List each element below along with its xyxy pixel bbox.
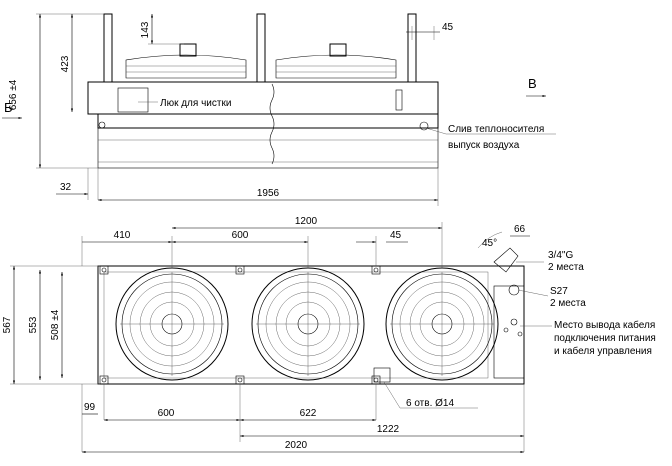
cable-gland <box>510 318 518 326</box>
note-s27-2: 2 места <box>550 298 586 309</box>
coil-block <box>97 127 439 169</box>
dim-508: 508 ±4 <box>50 309 61 340</box>
bolt-left <box>98 121 106 129</box>
note-cable-2: подключения питания <box>554 333 656 344</box>
mount-post-left <box>103 13 113 83</box>
note-s27-1: S27 <box>550 286 568 297</box>
drain-fitting <box>419 121 429 131</box>
dim-1200: 1200 <box>295 216 318 227</box>
note-pipe-1: 3/4"G <box>548 250 573 261</box>
dim-66: 66 <box>514 224 526 235</box>
header-box <box>493 285 525 379</box>
dim-1956: 1956 <box>257 188 280 199</box>
dim-410: 410 <box>114 230 131 241</box>
note-pipe-2: 2 места <box>548 262 584 273</box>
dim-600-top: 600 <box>232 230 249 241</box>
dim-32: 32 <box>60 182 72 193</box>
dim-45-front: 45 <box>390 230 402 241</box>
mount-post-mid <box>256 13 266 83</box>
pipe-connection <box>493 247 519 273</box>
dim-99: 99 <box>84 402 96 413</box>
section-v-right: В <box>528 76 537 91</box>
note-cleaning-hatch: Люк для чистки <box>160 98 231 109</box>
dim-1222: 1222 <box>377 424 400 435</box>
dim-656: 656 ±4 <box>8 79 19 110</box>
dim-143: 143 <box>140 21 151 38</box>
housing-lower-band <box>97 113 439 129</box>
fan-middle <box>251 267 365 381</box>
dim-angle-45: 45° <box>482 238 497 249</box>
section-b-left: Б <box>4 100 13 115</box>
note-holes: 6 отв. Ø14 <box>406 398 454 409</box>
note-cable-3: и кабеля управления <box>554 345 652 357</box>
unit-inner <box>103 271 489 379</box>
fan-grill-left <box>125 43 247 79</box>
mount-post-right <box>407 13 417 83</box>
dim-45-top: 45 <box>442 22 454 33</box>
dim-567: 567 <box>2 316 13 333</box>
sight-gauge <box>395 89 403 111</box>
note-drain-2: выпуск воздуха <box>448 140 520 151</box>
pipe-fitting <box>508 284 520 296</box>
fan-left <box>115 267 229 381</box>
fan-grill-right <box>275 43 397 79</box>
dim-553: 553 <box>28 316 39 333</box>
holes-bracket <box>373 367 391 383</box>
cable-gland <box>517 331 523 337</box>
side-view: 656 ±4 423 143 45 32 1956 Б В Люк для чи… <box>2 13 556 206</box>
dim-600-bottom: 600 <box>158 408 175 419</box>
note-cable-1: Место вывода кабеля <box>554 319 655 331</box>
break-line <box>269 83 275 165</box>
cable-gland <box>503 327 509 333</box>
housing-top-band <box>87 81 439 115</box>
note-drain-1: Слив теплоносителя <box>448 124 544 135</box>
dim-622: 622 <box>300 408 317 419</box>
front-view: 410 600 1200 45 45° 66 567 553 508 ±4 99 <box>2 216 656 454</box>
fan-right <box>385 267 499 381</box>
dim-2020: 2020 <box>285 440 308 451</box>
dim-423: 423 <box>60 55 71 72</box>
cleaning-hatch <box>117 87 149 113</box>
